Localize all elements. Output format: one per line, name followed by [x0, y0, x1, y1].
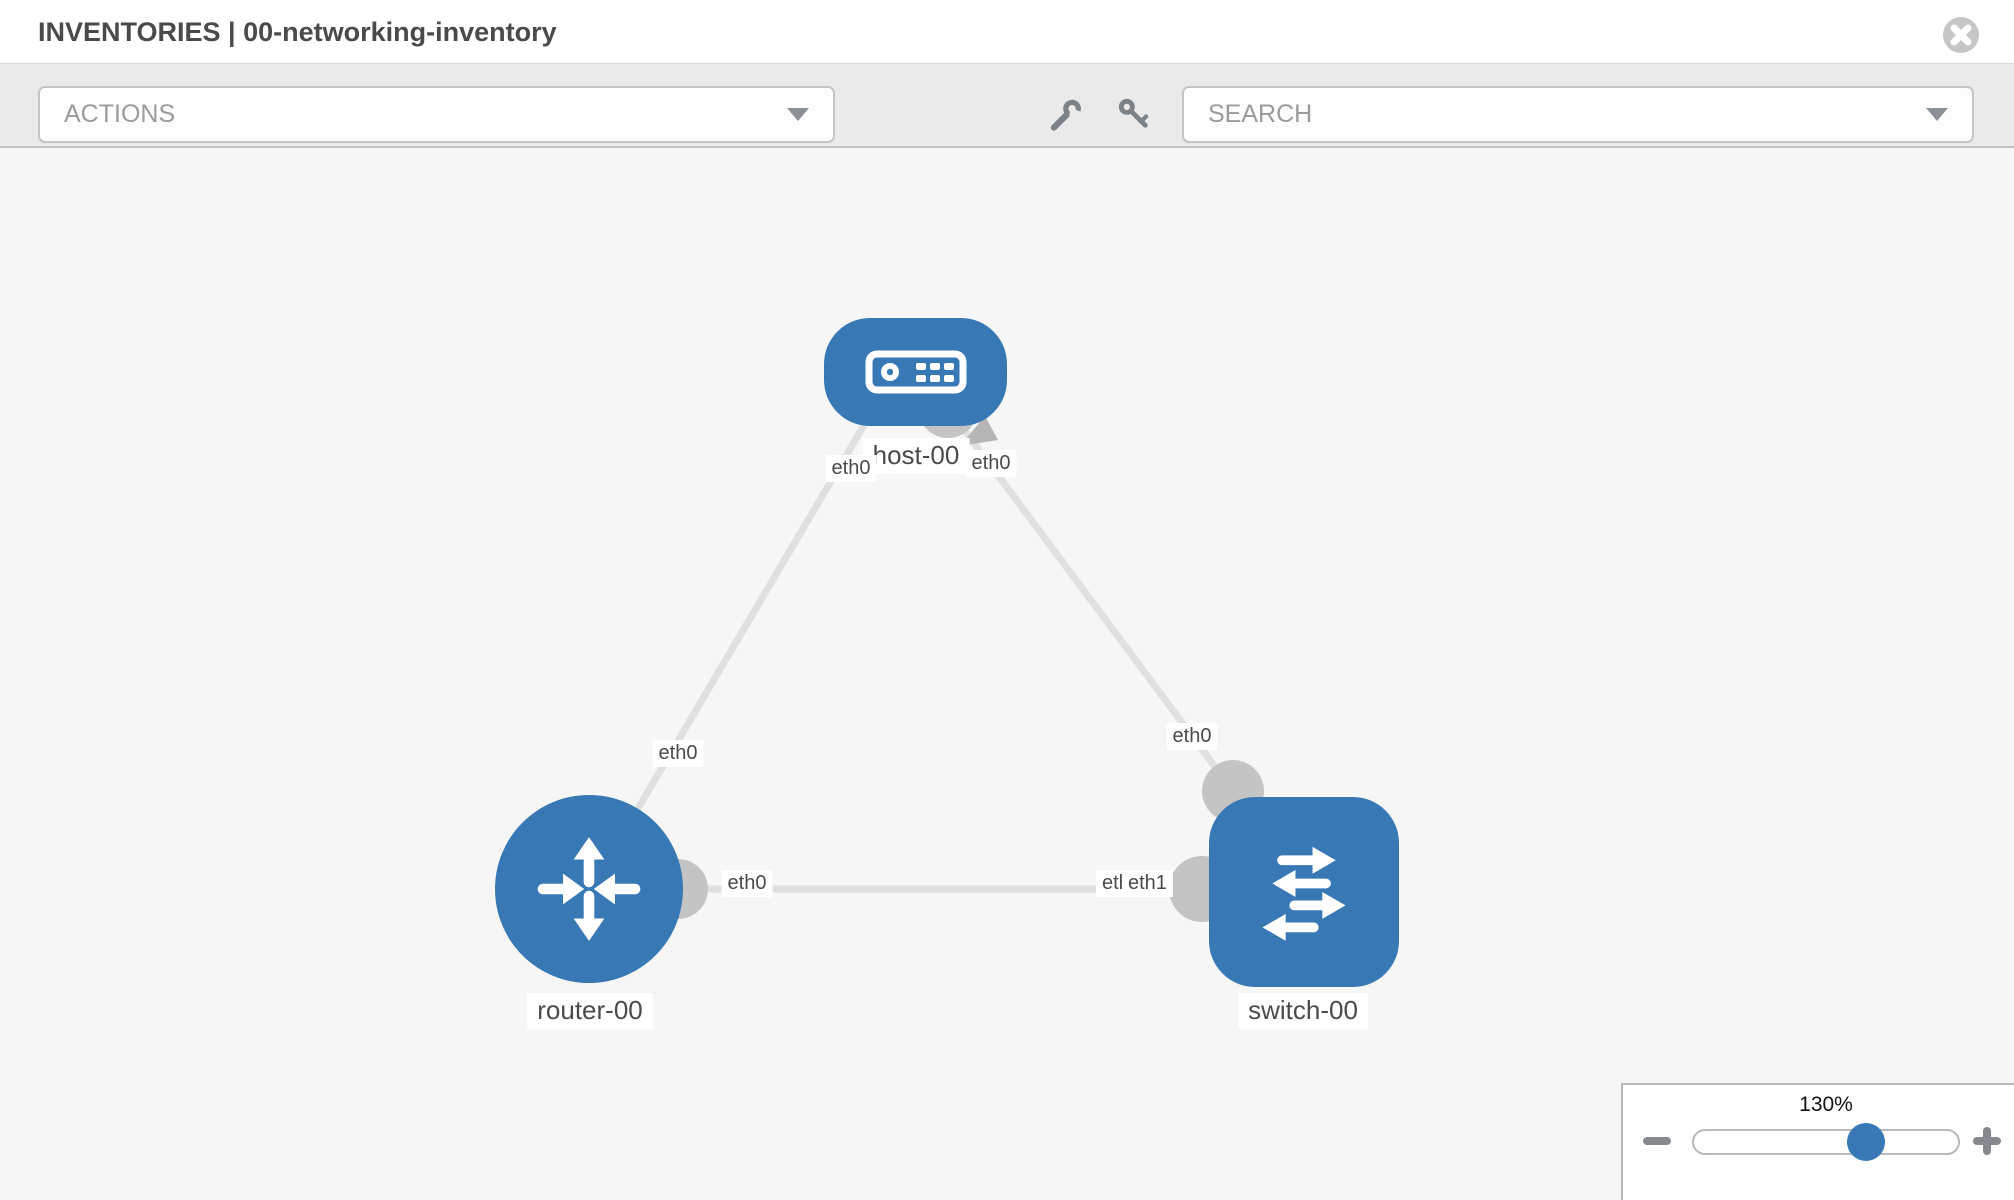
wrench-icon[interactable]: [1048, 95, 1085, 132]
node-router-00[interactable]: [495, 795, 683, 983]
header: INVENTORIES | 00-networking-inventory: [0, 0, 2014, 64]
close-icon: [1943, 17, 1979, 53]
host-icon: [865, 350, 966, 394]
node-host-00[interactable]: [824, 318, 1007, 426]
chevron-down-icon: [1926, 108, 1948, 121]
iface-label-host-to-router: eth0: [825, 455, 877, 482]
page-title: INVENTORIES | 00-networking-inventory: [38, 17, 557, 47]
search-placeholder: SEARCH: [1208, 100, 1313, 128]
zoom-slider[interactable]: [1692, 1123, 1960, 1161]
topology-canvas[interactable]: host-00 router-00 switch-00 eth0 eth0 et…: [0, 148, 2014, 1200]
iface-label-router-uplink: eth0: [652, 740, 704, 767]
zoom-in-button[interactable]: [1973, 1127, 2001, 1155]
node-switch-00[interactable]: [1209, 797, 1399, 987]
chevron-down-icon: [787, 108, 809, 121]
node-label-switch: switch-00: [1238, 993, 1368, 1029]
actions-dropdown[interactable]: ACTIONS: [38, 86, 835, 143]
iface-label-router-to-switch: eth0: [721, 870, 773, 897]
search-dropdown[interactable]: SEARCH: [1182, 86, 1974, 143]
router-icon: [537, 837, 641, 941]
node-label-host: host-00: [862, 438, 970, 474]
actions-dropdown-label: ACTIONS: [64, 100, 176, 128]
switch-icon: [1262, 846, 1346, 941]
key-icon[interactable]: [1115, 95, 1152, 132]
iface-label-switch-eth1: eth1: [1122, 870, 1173, 897]
iface-label-host-to-switch: eth0: [965, 450, 1017, 477]
zoom-slider-thumb[interactable]: [1846, 1123, 1885, 1161]
node-label-router: router-00: [527, 993, 653, 1029]
toolbar: ACTIONS SEARCH: [0, 64, 2014, 148]
iface-label-switch-uplink: eth0: [1166, 723, 1218, 750]
zoom-out-button[interactable]: [1643, 1137, 1671, 1145]
zoom-level: 130%: [1799, 1093, 1853, 1116]
link-arrowhead: [960, 416, 998, 446]
close-button[interactable]: [1942, 16, 1980, 54]
zoom-panel: 130%: [1621, 1083, 2014, 1200]
